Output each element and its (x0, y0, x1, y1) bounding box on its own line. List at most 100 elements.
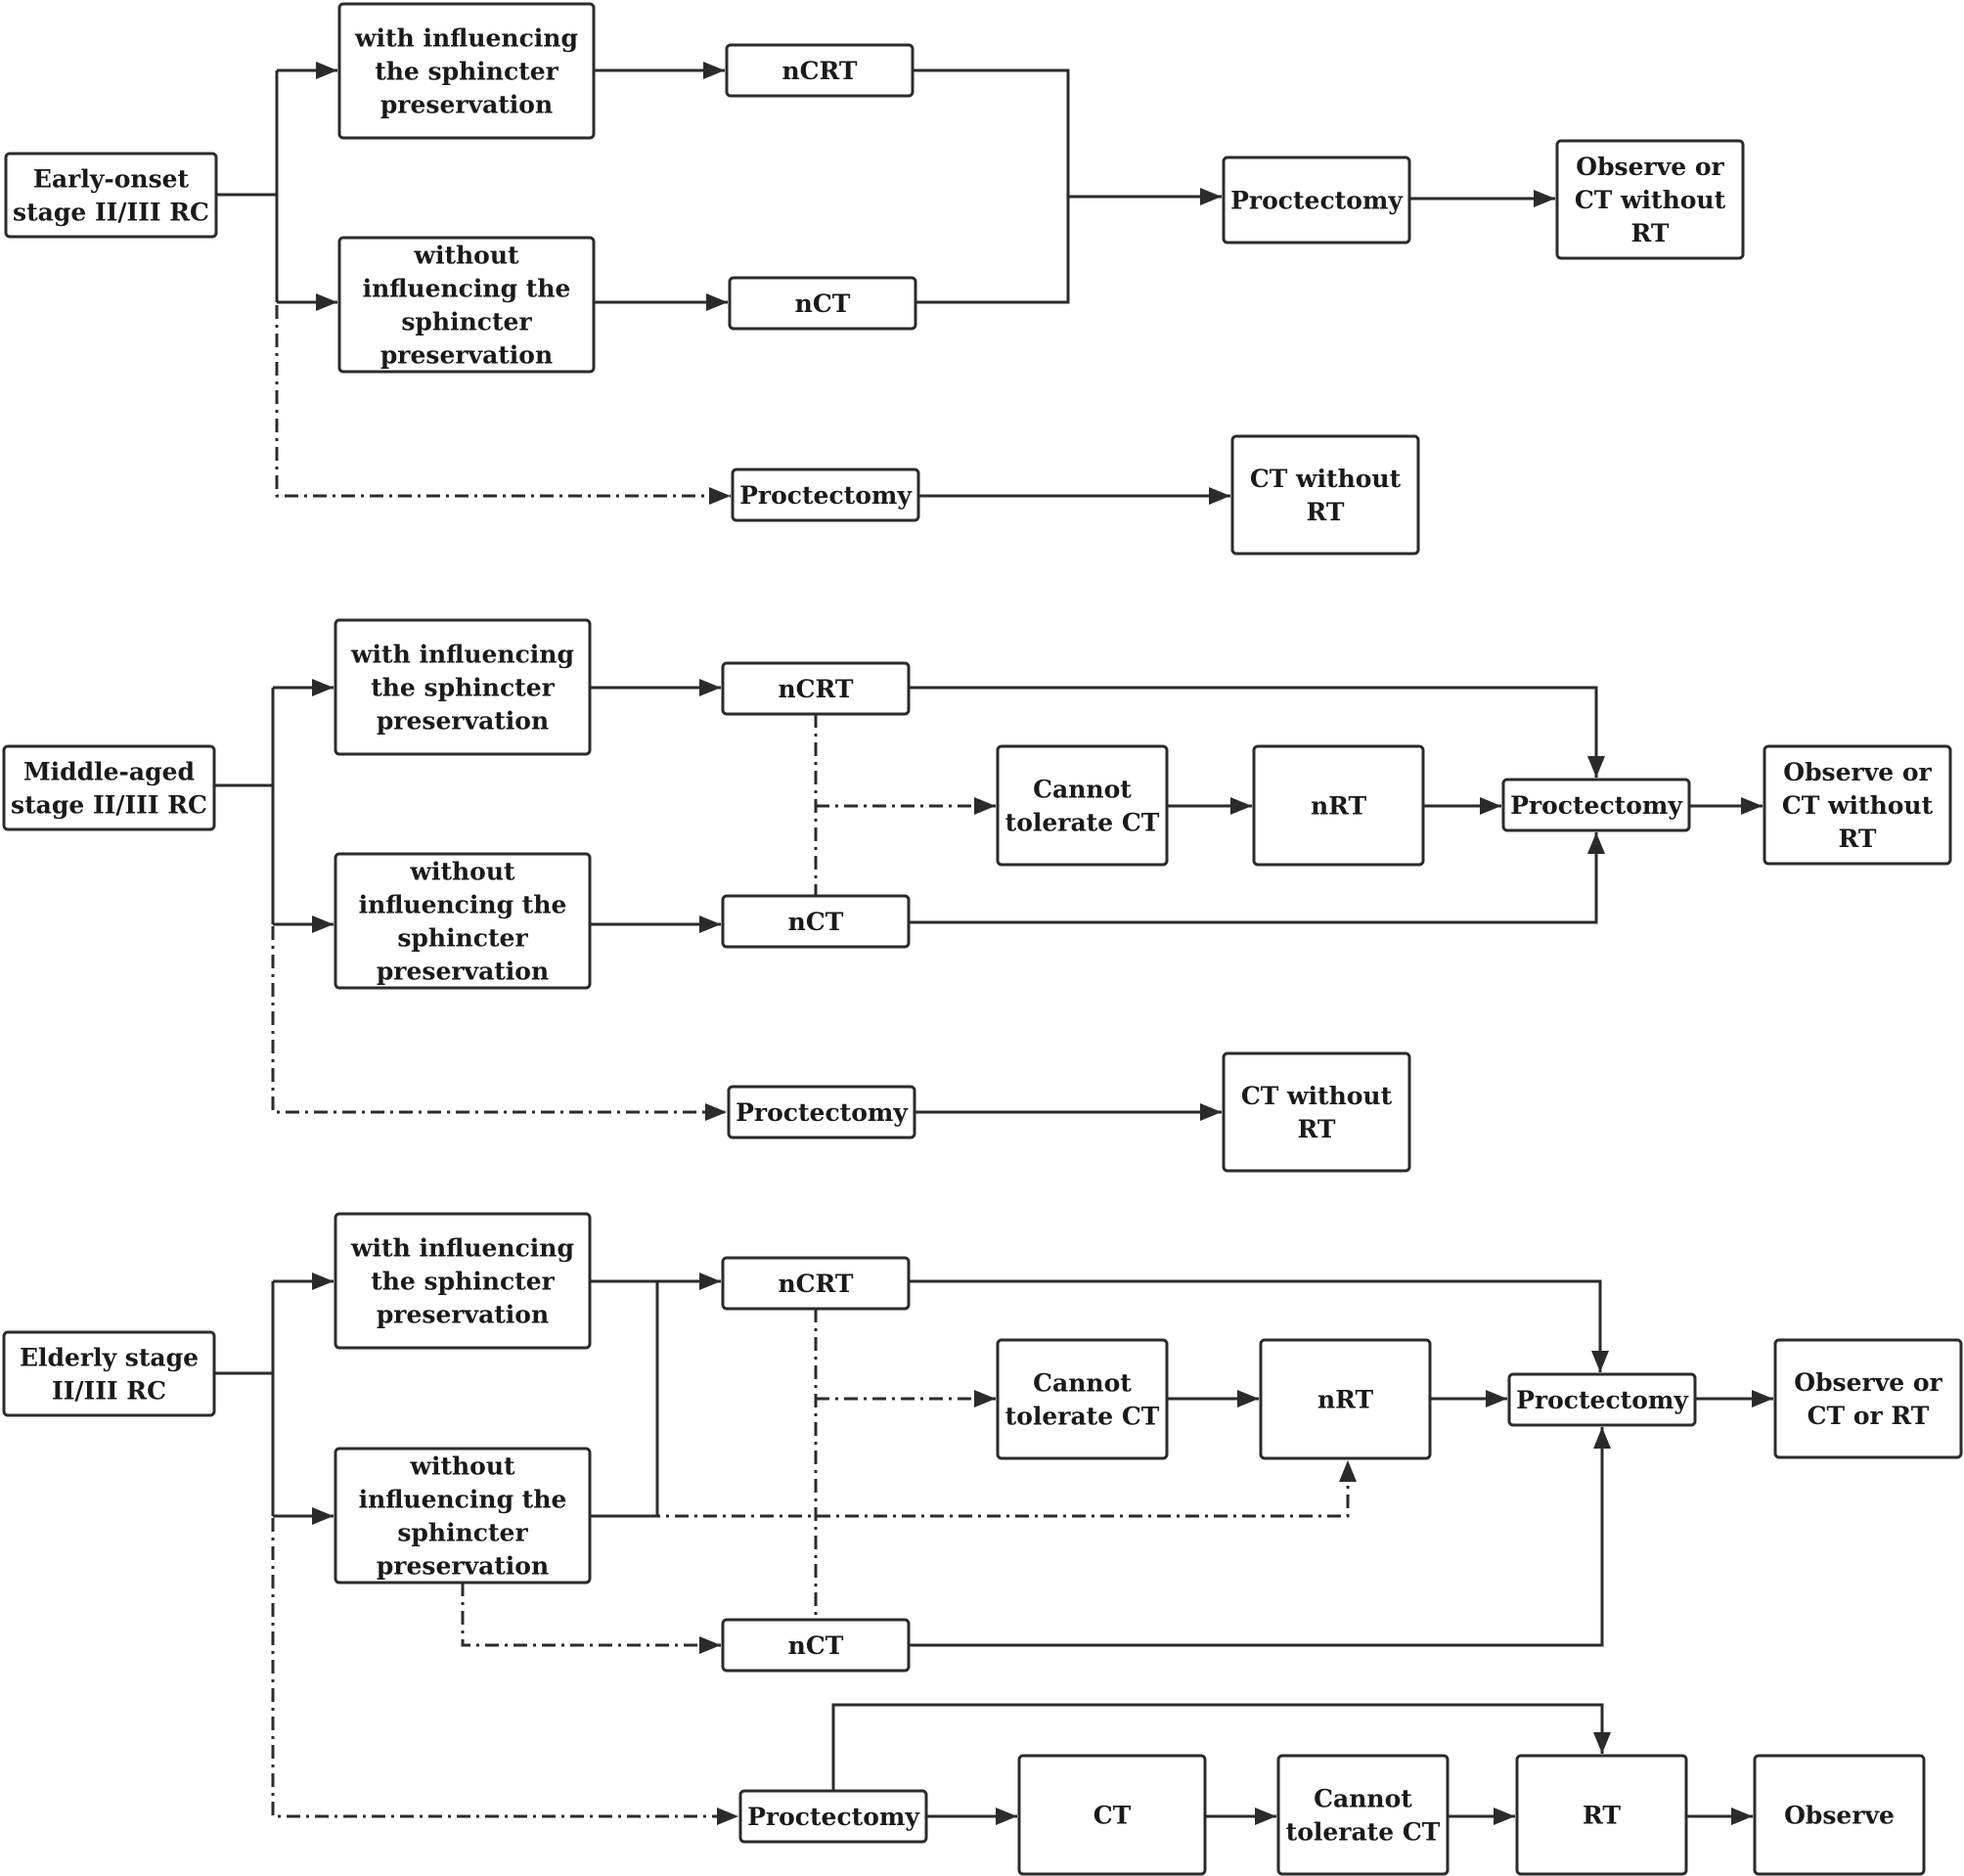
node-box (1515, 1754, 1688, 1876)
node-box (721, 894, 911, 949)
arrowhead (974, 797, 996, 815)
connector (271, 1518, 738, 1818)
node-label: with influencing (350, 1234, 574, 1263)
node-label: Proctectomy (1516, 1386, 1689, 1414)
node-label: nCT (788, 908, 844, 936)
arrowhead (1200, 188, 1222, 205)
node-label: preservation (380, 91, 553, 119)
node-box (738, 1789, 928, 1844)
arrowhead (312, 1273, 334, 1290)
node-box (1773, 1338, 1963, 1459)
node-nct: nCT (728, 276, 917, 331)
arrowhead (1209, 487, 1230, 505)
arrowhead (1486, 1390, 1507, 1407)
node-outcome: Observe or CT or RT (1773, 1338, 1963, 1459)
connector (909, 1427, 1604, 1647)
node-label: II/III RC (52, 1377, 166, 1406)
node-cannot: Cannot tolerate CT (996, 1338, 1169, 1460)
node-label: CT or RT (1808, 1402, 1930, 1430)
node-box (996, 1338, 1169, 1460)
node-box (725, 43, 915, 98)
node-box (334, 852, 592, 990)
node-box (1501, 778, 1691, 832)
arrowhead (1237, 1390, 1259, 1407)
node-label: tolerate CT (1005, 809, 1160, 837)
node-label: RT (1298, 1115, 1336, 1143)
node-label: preservation (380, 341, 553, 370)
arrowhead (1587, 756, 1605, 778)
node-label: the sphincter (371, 674, 555, 702)
arrowhead (312, 916, 334, 933)
node-label: tolerate CT (1005, 1403, 1160, 1431)
arrowhead (1591, 1351, 1609, 1372)
node-ncrt: nCRT (721, 661, 911, 716)
node-box (1222, 156, 1411, 245)
node-label: Cannot (1033, 1369, 1132, 1398)
node-label: Observe or (1783, 758, 1932, 786)
arrowhead (1587, 832, 1605, 854)
node-box (337, 236, 596, 374)
arrowhead (699, 916, 721, 933)
arrowhead (312, 1507, 334, 1525)
node-box (1753, 1754, 1926, 1876)
node-box (334, 618, 592, 756)
node-label: sphincter (401, 308, 532, 336)
node-box (334, 1212, 592, 1350)
node-label: Observe (1784, 1802, 1895, 1830)
connector (831, 1703, 1604, 1791)
node-nrt: nRT (1252, 744, 1425, 867)
node-rt: RT (1515, 1754, 1688, 1876)
arrowhead (1200, 1103, 1222, 1121)
arrowhead (1480, 797, 1501, 815)
node-label: nCRT (778, 1270, 853, 1298)
node-proct-direct: Proctectomy (738, 1789, 928, 1844)
node-label: CT without (1782, 791, 1934, 820)
arrowhead (703, 62, 725, 79)
node-proct: Proctectomy (1222, 156, 1411, 245)
node-ct: CT (1017, 1754, 1207, 1876)
node-box (721, 661, 911, 716)
node-label: the sphincter (375, 58, 558, 86)
arrowhead (1731, 1808, 1753, 1825)
arrowhead (1593, 1732, 1611, 1754)
node-label: stage II/III RC (13, 199, 209, 227)
node-label: Proctectomy (739, 481, 913, 510)
node-label: Observe or (1794, 1368, 1942, 1397)
node-label: Proctectomy (747, 1803, 920, 1831)
node-label: with influencing (354, 24, 578, 53)
arrowhead (1494, 1808, 1515, 1825)
node-box (996, 744, 1169, 867)
node-label: Proctectomy (736, 1098, 909, 1127)
node-ncrt: nCRT (721, 1256, 911, 1311)
node-box (4, 152, 218, 239)
node-label: Observe or (1576, 153, 1724, 181)
connector (590, 1460, 1350, 1518)
node-label: Middle-aged (23, 758, 195, 786)
node-box (721, 1618, 911, 1673)
node-label: RT (1839, 825, 1877, 853)
node-label: Cannot (1314, 1785, 1412, 1813)
node-nrt: nRT (1259, 1338, 1432, 1460)
node-box (728, 276, 917, 331)
node-box (1017, 1754, 1207, 1876)
node-box (1259, 1338, 1432, 1460)
arrowhead (706, 293, 728, 311)
node-label: Proctectomy (1510, 791, 1683, 820)
arrowhead (974, 1390, 996, 1407)
node-label: CT (1094, 1802, 1132, 1830)
node-label: without (413, 242, 519, 270)
node-label: with influencing (350, 641, 574, 669)
arrowhead (699, 1273, 721, 1290)
node-label: nCRT (781, 57, 857, 85)
node-label: nCT (795, 290, 851, 318)
node-label: Cannot (1033, 776, 1132, 804)
node-box (727, 1085, 916, 1139)
